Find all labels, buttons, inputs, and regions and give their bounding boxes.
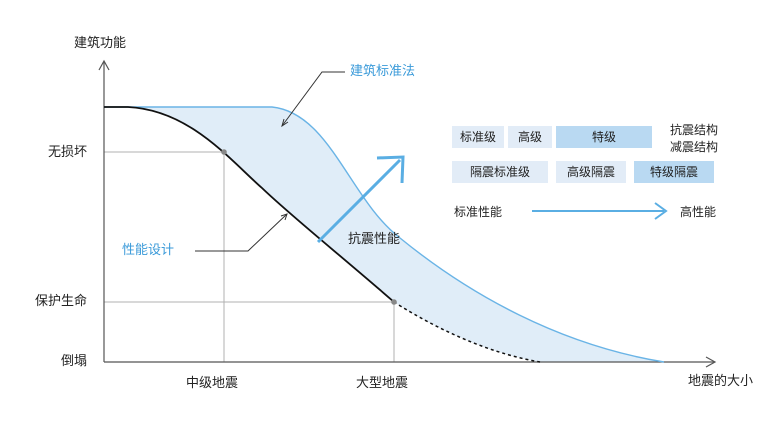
- chip-isolation-advanced: 高级隔震: [556, 161, 626, 183]
- point-medium-no-damage: [221, 149, 227, 155]
- x-level-medium-quake: 中级地震: [186, 376, 239, 391]
- chip-standard: 标准级: [452, 126, 504, 148]
- point-large-life-safety: [391, 299, 397, 305]
- x-axis-arrowhead: [705, 356, 717, 368]
- seismic-performance-arrow: [316, 158, 402, 244]
- x-axis-title: 地震的大小: [688, 374, 754, 389]
- performance-design-label: 性能设计: [122, 243, 175, 258]
- chip-special: 特级: [556, 126, 652, 148]
- y-axis-arrowhead: [98, 59, 110, 71]
- performance-design-leader: [195, 213, 288, 252]
- chip-isolation-standard: 隔震标准级: [452, 161, 548, 183]
- performance-design-leader-tip: [280, 213, 288, 221]
- performance-design-curve: [104, 106, 395, 303]
- code-method-leader-tip: [281, 118, 289, 128]
- y-level-life-safety: 保护生命: [35, 294, 88, 309]
- code-method-curve: [104, 106, 665, 363]
- performance-design-curve-dashed: [393, 301, 541, 363]
- chip-advanced: 高级: [508, 126, 552, 148]
- code-method-leader: [281, 71, 345, 127]
- y-level-collapse: 倒塌: [61, 354, 88, 369]
- scale-arrow-head: [654, 202, 668, 220]
- y-axis-title: 建筑功能: [74, 36, 127, 51]
- seismic-performance-arrowhead: [376, 155, 405, 184]
- row1-suffix-damping-structure: 减震结构: [670, 140, 719, 154]
- code-method-label: 建筑标准法: [350, 64, 416, 79]
- scale-to-label: 高性能: [680, 205, 717, 219]
- scale-from-label: 标准性能: [454, 205, 503, 219]
- chip-isolation-special: 特级隔震: [634, 161, 714, 183]
- y-level-no-damage: 无损坏: [48, 145, 88, 160]
- x-level-large-quake: 大型地震: [356, 376, 409, 391]
- row1-suffix-seismic-structure: 抗震结构: [670, 123, 719, 137]
- seismic-performance-label: 抗震性能: [348, 232, 401, 247]
